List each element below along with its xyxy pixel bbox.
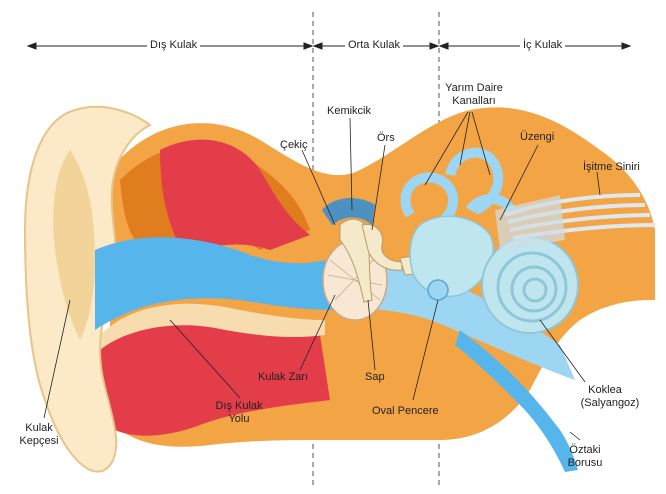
label-dis-kulak-yolu-2: Yolu	[214, 413, 264, 426]
label-koklea-2: (Salyangoz)	[575, 397, 645, 410]
label-isitme-siniri: İşitme Siniri	[583, 161, 640, 174]
label-yarim-daire-1: Yarım Daire	[444, 82, 504, 95]
label-kulak-zari: Kulak Zarı	[258, 371, 308, 384]
label-oval-pencere: Oval Pencere	[372, 405, 439, 418]
label-kulak-kepcesi-1: Kulak	[14, 422, 64, 435]
label-kulak-kepcesi-2: Kepçesi	[14, 435, 64, 448]
label-kemikcik: Kemikcik	[327, 105, 371, 118]
label-ors: Örs	[377, 132, 395, 145]
label-koklea-1: Koklea	[575, 384, 635, 397]
label-oztaki-1: Öztaki	[560, 444, 610, 457]
label-yarim-daire-2: Kanalları	[444, 95, 504, 108]
cochlea	[482, 237, 578, 333]
oval-window	[428, 280, 448, 300]
section-inner-ear: İç Kulak	[520, 39, 565, 52]
section-outer-ear: Dış Kulak	[147, 39, 200, 52]
section-middle-ear: Orta Kulak	[345, 39, 403, 52]
label-oztaki-2: Borusu	[560, 457, 610, 470]
label-dis-kulak-yolu-1: Dış Kulak	[214, 400, 264, 413]
label-sap: Sap	[365, 371, 385, 384]
label-cekic: Çekiç	[280, 139, 308, 152]
label-uzengi: Üzengi	[520, 131, 554, 144]
